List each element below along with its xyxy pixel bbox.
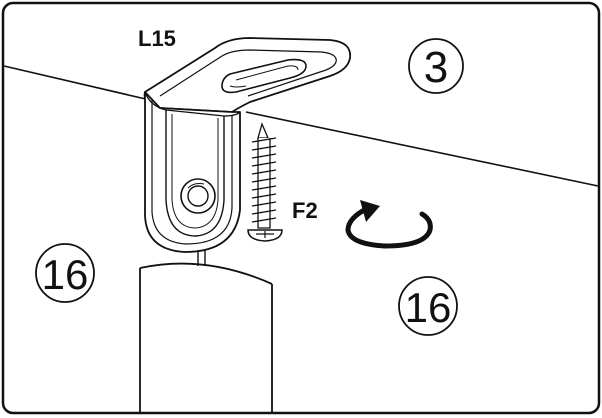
callout-3: 3 [408,38,464,94]
bracket-vertical-plate [144,91,241,253]
bracket-vertical-inner-left [151,100,233,245]
bracket-label: L15 [138,26,176,51]
l-bracket [143,37,352,266]
bracket-hole-highlight [187,183,205,189]
screw-f2 [247,122,283,242]
blind-body [139,262,273,412]
bracket-slot [221,58,307,94]
clockwise-rotation-arrow-icon [345,200,433,249]
callout-16-left-number: 16 [42,251,89,298]
callout-3-number: 3 [424,43,448,92]
ceiling-edge-line [3,65,599,187]
bracket-slot-inner [229,65,299,88]
screw-shank [257,138,271,229]
bracket-bend-edge [144,91,241,117]
callout-16-right-number: 16 [405,284,452,331]
screw-label: F2 [292,198,318,223]
bracket-top-plate-inner [159,49,337,97]
bracket-vertical-recess-inner [171,114,219,229]
screw-threads [251,137,277,223]
bracket-vertical-recess [165,110,225,237]
blind-top-edge [139,262,273,285]
screw-tip [257,122,269,139]
screw-head-cross [256,231,274,238]
callout-16-left: 16 [35,243,95,303]
callout-16-right: 16 [398,276,458,336]
bracket-hole-inner [187,185,209,207]
